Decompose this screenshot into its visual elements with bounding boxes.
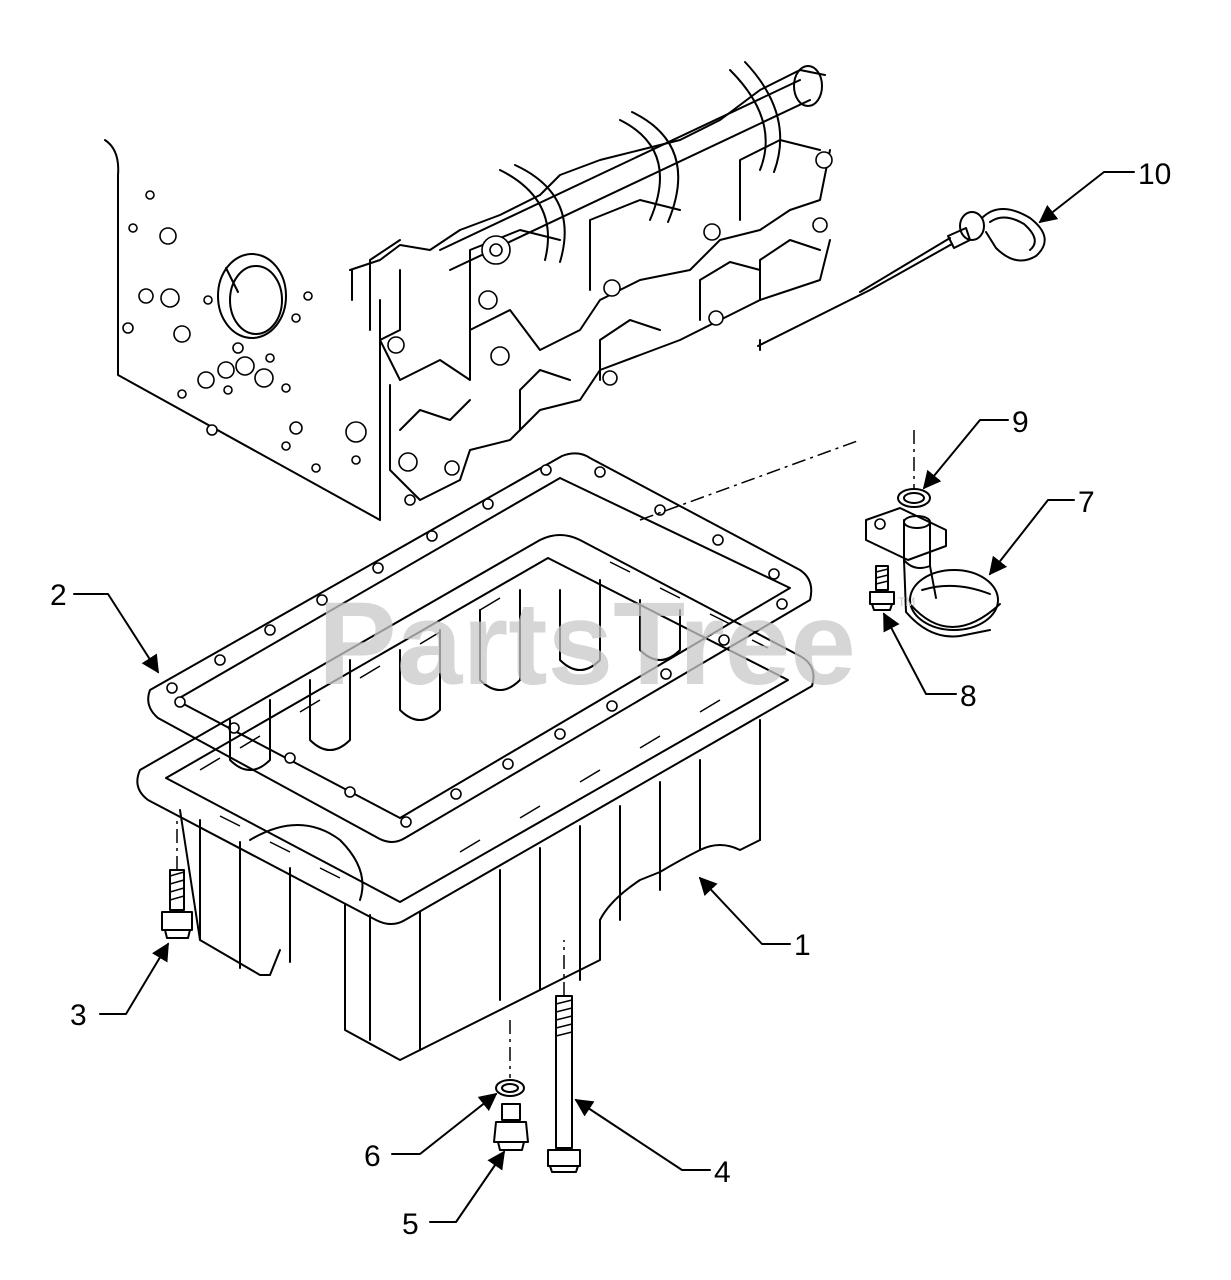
callout-1: 1 [794,929,811,962]
callout-5: 5 [402,1208,419,1241]
pan-bolt [161,820,193,939]
leader-9 [922,419,1009,490]
watermark-text: PartsTree [318,578,856,710]
leader-4 [574,1099,711,1171]
callout-6: 6 [364,1140,381,1173]
oil-pan-gasket [147,452,813,843]
leader-5 [429,1150,506,1223]
long-bolt [547,940,581,1173]
engine-block [104,61,833,521]
watermark-trademark: TM [898,595,915,609]
dipstick [757,208,1046,351]
watermark: PartsTree TM [318,578,915,710]
callout-7: 7 [1078,486,1095,519]
leader-1 [698,876,791,945]
strainer-bolt [869,565,895,611]
callout-labels: 1 2 3 4 5 6 7 8 9 10 [50,158,1171,1241]
crankshaft-bore [217,253,287,339]
engine-block-holes [122,190,367,473]
callout-4: 4 [714,1156,731,1189]
o-ring [639,430,931,521]
drain-plug [493,1103,529,1151]
callout-10: 10 [1138,158,1171,191]
leader-3 [99,942,169,1015]
callout-9: 9 [1012,406,1029,439]
leader-6 [391,1092,498,1155]
leader-8 [883,612,957,695]
callout-3: 3 [70,999,87,1032]
leader-10 [1038,171,1135,224]
callout-2: 2 [50,579,67,612]
gasket-bolt-holes [166,464,788,828]
leader-lines [73,171,1135,1223]
callout-8: 8 [960,680,977,713]
leader-2 [73,593,159,674]
oil-strainer [865,507,1001,638]
leader-7 [988,499,1075,576]
drain-plug-washer [495,1020,525,1097]
oil-pan [136,534,815,1061]
